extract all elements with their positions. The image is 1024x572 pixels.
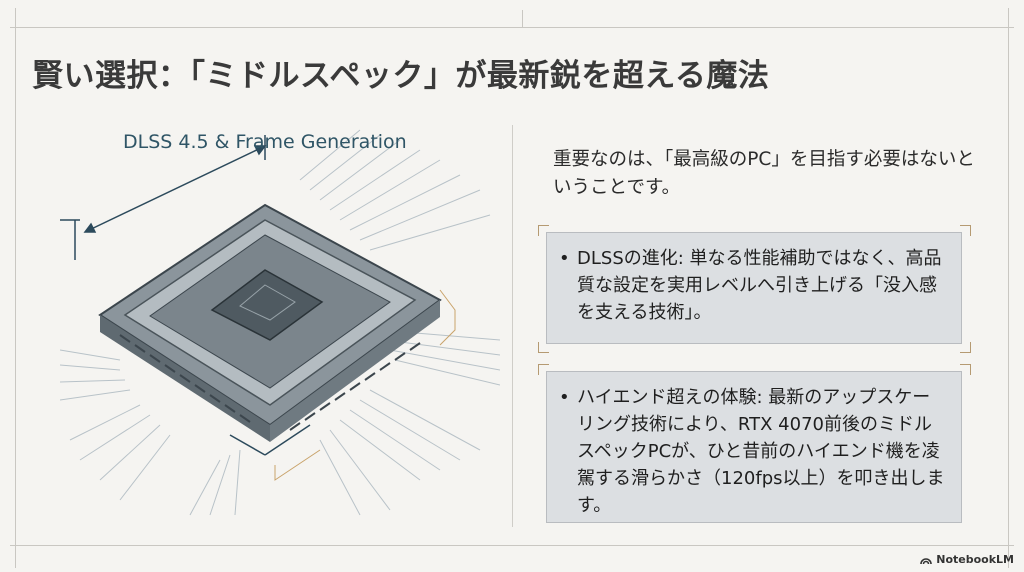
notebooklm-logo-icon — [920, 558, 933, 564]
frame-tick-top — [522, 10, 523, 27]
notebooklm-branding: NotebookLM — [920, 553, 1014, 566]
figure-label: DLSS 4.5 & Frame Generation — [123, 131, 407, 153]
corner-mark — [538, 364, 549, 375]
corner-mark — [960, 342, 971, 353]
intro-text: 重要なのは、「最高級のPC」を目指す必要はないということです。 — [553, 149, 975, 198]
bullet: • — [559, 248, 570, 269]
point-box-dlss: • DLSSの進化: 単なる性能補助ではなく、高品質な設定を実用レベルへ引き上げ… — [546, 232, 962, 344]
frame-line-right — [1008, 8, 1009, 568]
corner-mark — [960, 225, 971, 236]
corner-mark — [538, 225, 549, 236]
point-text: ハイエンド超えの体験: 最新のアップスケーリング技術により、RTX 4070前後… — [577, 387, 945, 516]
frame-line-bottom — [10, 545, 1014, 546]
bullet: • — [559, 387, 570, 408]
branding-text: NotebookLM — [936, 553, 1014, 566]
frame-line-left — [15, 8, 16, 568]
point-text: DLSSの進化: 単なる性能補助ではなく、高品質な設定を実用レベルへ引き上げる「… — [577, 248, 942, 323]
corner-mark — [538, 342, 549, 353]
point-box-highend: • ハイエンド超えの体験: 最新のアップスケーリング技術により、RTX 4070… — [546, 371, 962, 523]
frame-line-top — [10, 27, 1014, 28]
corner-mark — [960, 364, 971, 375]
column-divider — [512, 125, 513, 527]
chip-illustration — [57, 99, 501, 520]
slide-title: 賢い選択：「ミドルスペック」が最新鋭を超える魔法 — [32, 58, 770, 94]
